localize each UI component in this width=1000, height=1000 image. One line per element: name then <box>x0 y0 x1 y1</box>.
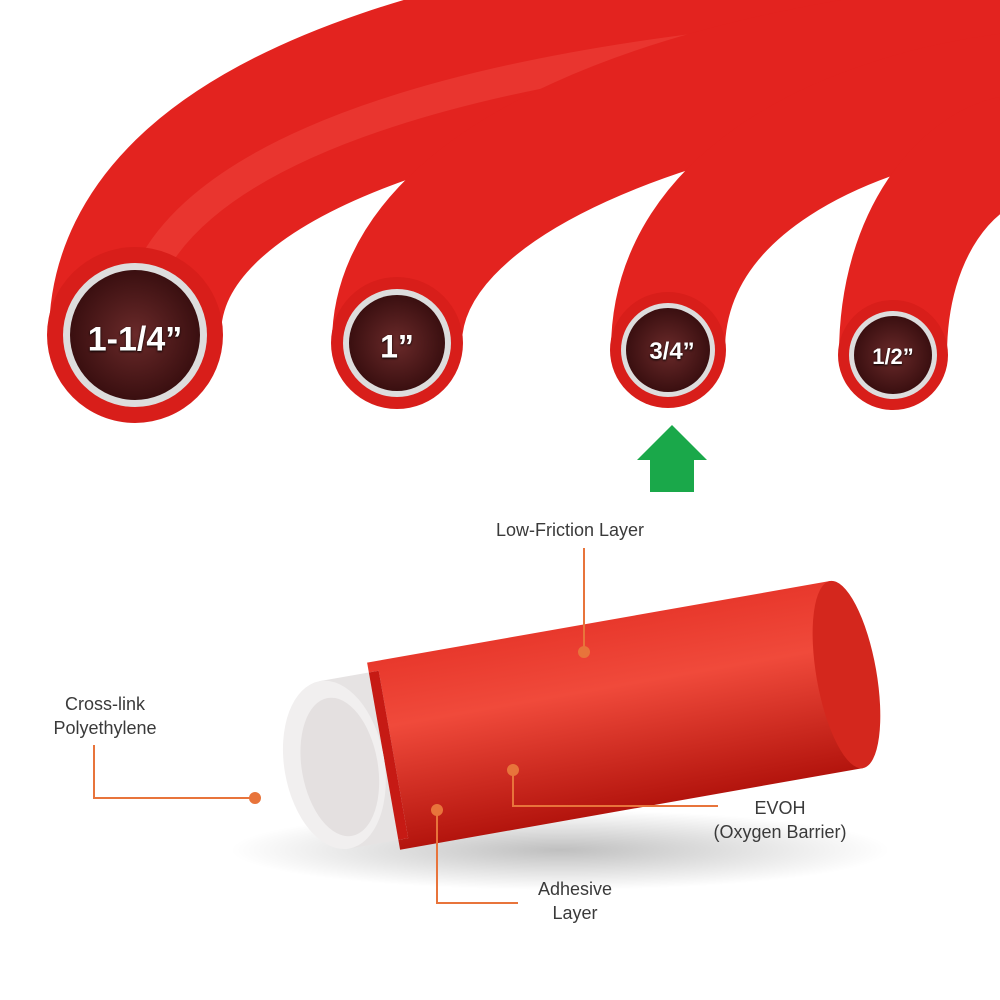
label-pex-line2: Polyethylene <box>53 718 157 738</box>
label-low-friction-layer: Low-Friction Layer <box>495 520 645 540</box>
size-label-1: 1” <box>380 328 414 365</box>
label-pex: Cross-link Polyethylene <box>30 692 180 740</box>
leader-lines <box>93 548 718 904</box>
pipe-section-1-2 <box>838 300 948 410</box>
pipe-section-3-4 <box>610 292 726 408</box>
pipe-section-1-1-4 <box>47 247 223 423</box>
label-adhesive-line1: Adhesive <box>537 879 613 899</box>
label-evoh: EVOH (Oxygen Barrier) <box>690 796 870 844</box>
label-evoh-line2: (Oxygen Barrier) <box>713 822 847 842</box>
selected-size-arrow-icon <box>637 425 707 492</box>
pipe-section-1 <box>331 277 463 409</box>
coiled-pipes <box>49 0 1000 357</box>
pipe-cutaway <box>282 580 881 850</box>
size-label-1-2: 1/2” <box>872 344 914 369</box>
label-adhesive-line2: Layer <box>552 903 598 923</box>
label-pex-line1: Cross-link <box>64 694 145 714</box>
size-label-1-1-4: 1-1/4” <box>87 320 183 359</box>
label-adhesive: Adhesive Layer <box>515 877 635 925</box>
label-evoh-line1: EVOH <box>754 798 806 818</box>
size-label-3-4: 3/4” <box>649 338 695 365</box>
